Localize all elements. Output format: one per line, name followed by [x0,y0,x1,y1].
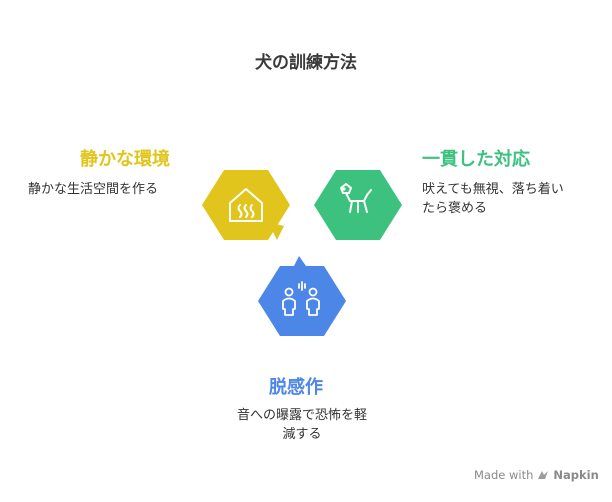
description-line: たら褒める [422,201,488,216]
heading-desensitization: 脱感作 [269,377,323,398]
description-consistent-response: 吠えても無視、落ち着い たら褒める [422,180,564,218]
house-heat-icon [229,188,263,222]
heading-quiet-environment: 静かな環境 [80,149,170,170]
description-line: 音への曝露で恐怖を軽 [236,408,367,423]
description-line: 静かな生活空間を作る [28,182,159,197]
napkin-brand-label: Napkin [553,468,599,482]
description-line: 吠えても無視、落ち着い [422,182,564,197]
napkin-logo-icon [538,471,549,479]
hexagon-desensitization [258,256,346,336]
description-quiet-environment: 静かな生活空間を作る [28,180,158,199]
napkin-watermark: Made with Napkin [474,468,599,482]
people-sound-icon [282,281,320,316]
heading-consistent-response: 一貫した対応 [422,149,530,170]
made-with-label: Made with [474,468,534,482]
description-desensitization: 音への曝露で恐怖を軽 減する [226,406,378,444]
page-title: 犬の訓練方法 [255,53,357,73]
dog-icon [340,183,372,213]
description-line: 減する [282,427,322,442]
